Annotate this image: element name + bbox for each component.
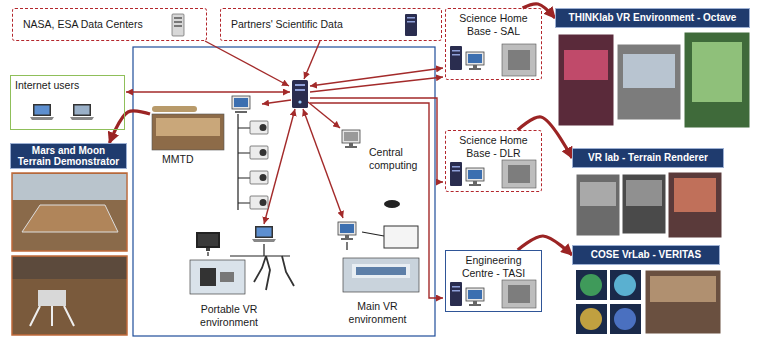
tracking-sticks: [254, 256, 294, 290]
camera-icons: [250, 121, 268, 209]
data-source-box: Partners' Scientific Data: [220, 8, 442, 41]
node-text: Main VR environment: [339, 300, 416, 325]
server-icon: [405, 14, 417, 36]
thinklab-photos: [558, 32, 750, 128]
site-photo: [502, 280, 536, 308]
site-box: Science Home Base - DLR: [445, 130, 542, 192]
computer-icon: [342, 130, 360, 148]
device-wiring: [347, 232, 384, 250]
component-group: MMTD: [150, 96, 286, 168]
main-vr-photo: [343, 258, 419, 292]
site-photo: [502, 160, 536, 188]
link-arrow: [518, 236, 572, 255]
monitor-icon: [196, 232, 220, 251]
system-boundary: [133, 47, 435, 336]
node-text: Portable VR environment: [189, 303, 269, 328]
network-link: [310, 103, 443, 298]
network-link: [303, 109, 343, 218]
component-label: Central computing: [365, 143, 423, 173]
photo-header: COSE VrLab - VERITAS: [572, 245, 720, 265]
portable-vr-photo: [190, 260, 245, 294]
photo-header: Mars and Moon Terrain Demonstrator: [10, 143, 127, 169]
link-arrow: [109, 111, 150, 143]
node-text: THINKlab VR Environment - Octave: [569, 12, 737, 24]
laptop-icon: [252, 226, 276, 242]
device-wiring: [208, 244, 290, 256]
photo-header: THINKlab VR Environment - Octave: [555, 8, 750, 28]
node-text: Partners' Scientific Data: [231, 18, 435, 31]
node-text: MMTD: [162, 153, 286, 166]
node-text: Science Home Base - SAL: [450, 12, 537, 37]
component-label: Main VR environment: [335, 297, 420, 327]
mmtd-photo: [152, 106, 224, 150]
site-box: Science Home Base - SAL: [445, 8, 542, 80]
node-text: Engineering Centre - TASI: [450, 254, 537, 279]
computer-icon: [466, 288, 484, 306]
data-source-box: NASA, ESA Data Centers: [12, 8, 207, 41]
computer-icon: [338, 222, 356, 240]
network-link: [304, 41, 320, 79]
mouse-icon: [384, 200, 400, 208]
network-link: [126, 91, 290, 92]
laptop-icon: [30, 104, 54, 120]
vrlab-photos: [576, 172, 722, 238]
network-link: [310, 68, 443, 86]
server-icon: [172, 14, 184, 36]
node-text: VR lab - Terrain Renderer: [588, 152, 708, 164]
camera-wiring: [238, 114, 250, 210]
server-icon: [450, 162, 462, 186]
computer-icon: [466, 168, 484, 186]
node-text: COSE VrLab - VERITAS: [591, 249, 701, 261]
laptop-icon: [70, 104, 94, 120]
network-link: [205, 41, 289, 86]
node-text: Mars and Moon Terrain Demonstrator: [14, 145, 123, 168]
network-links: [126, 41, 443, 298]
server-icon: [450, 282, 462, 306]
user-box: Internet users: [10, 75, 125, 130]
large-screen: [384, 226, 418, 248]
cose-photos: [576, 270, 721, 334]
node-text: Science Home Base - DLR: [450, 134, 537, 159]
network-link: [310, 98, 443, 182]
site-photo: [502, 44, 536, 76]
node-text: Internet users: [15, 79, 120, 92]
site-box: Engineering Centre - TASI: [445, 250, 542, 312]
terrain-photo: [12, 173, 127, 251]
node-text: Central computing: [369, 146, 419, 171]
computer-icon: [466, 52, 484, 70]
central-server-icon: [292, 80, 308, 108]
network-link: [264, 109, 295, 224]
component-label: Portable VR environment: [185, 300, 273, 330]
photo-header: VR lab - Terrain Renderer: [572, 148, 724, 168]
server-icon: [450, 46, 462, 70]
network-link: [262, 100, 291, 104]
computer-icon: [232, 96, 250, 113]
lander-photo: [12, 256, 127, 335]
network-link: [310, 77, 443, 92]
network-link: [308, 102, 340, 128]
node-text: NASA, ESA Data Centers: [23, 18, 200, 31]
